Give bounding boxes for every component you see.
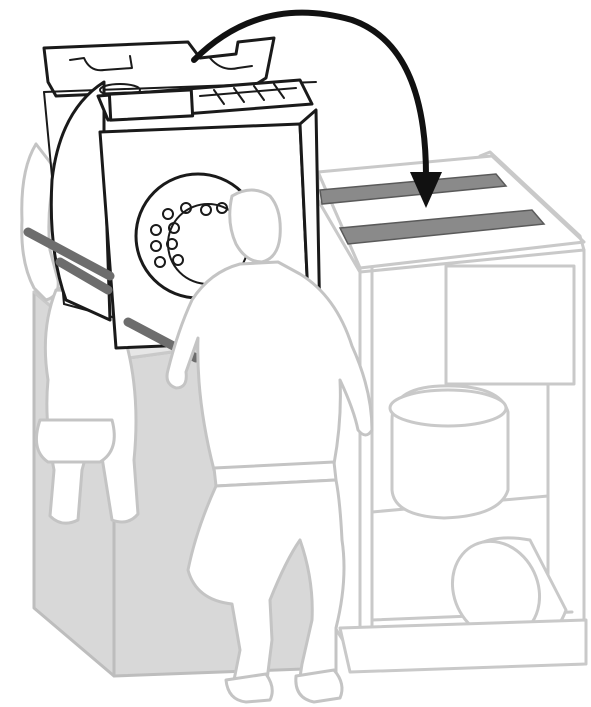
motor-upper <box>390 386 508 518</box>
